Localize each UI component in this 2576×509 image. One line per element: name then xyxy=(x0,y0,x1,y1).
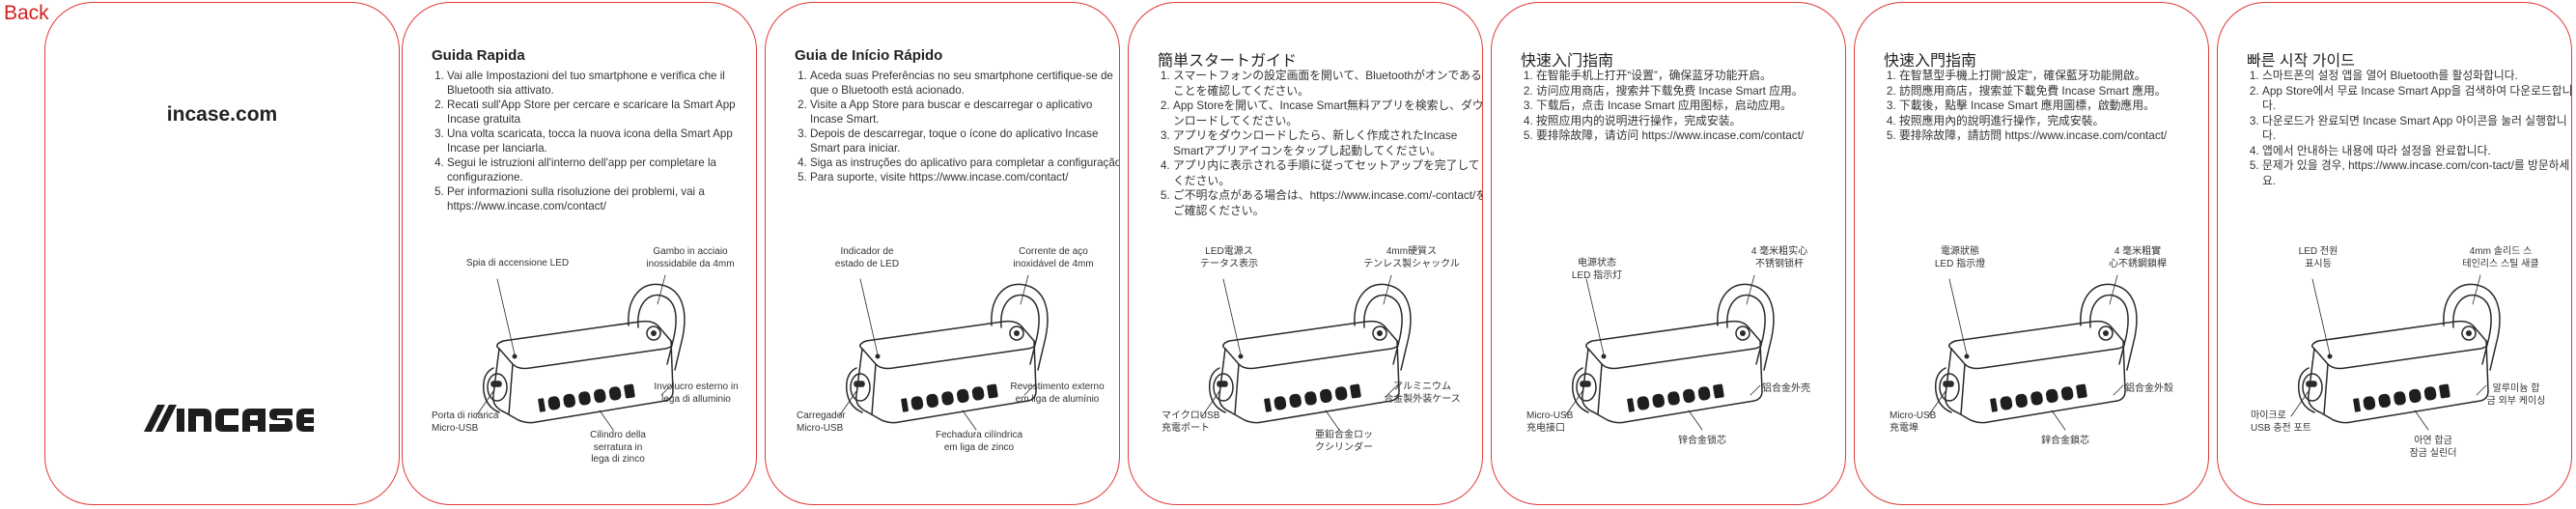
padlock-icon xyxy=(2290,274,2501,431)
padlock-diagram: LED電源ス テータス表示 4mm硬質ス テンレス製シャックル マイクロUSB … xyxy=(1156,240,1474,501)
step-item: App Store에서 무료 Incase Smart App을 검색하여 다운… xyxy=(2262,84,2571,114)
step-item: Depois de descarregar, toque o ícone do … xyxy=(810,127,1119,156)
cover-panel: incase.com xyxy=(44,2,400,505)
label-shackle: Corrente de aço inoxidável de 4mm xyxy=(1013,246,1094,269)
panel-title: Guia de Início Rápido xyxy=(795,47,943,64)
brand-url: incase.com xyxy=(166,103,278,126)
label-led-indicator: Spia di accensione LED xyxy=(465,258,570,269)
label-shackle: 4mm硬質ス テンレス製シャックル xyxy=(1363,246,1460,269)
label-charging-port: Micro-USB 充電埠 xyxy=(1890,410,1937,434)
label-charging-port: 마이크로 USB 충전 포트 xyxy=(2251,410,2311,434)
step-item: Visite a App Store para buscar e descarr… xyxy=(810,98,1119,127)
panel-italian: Guida Rapida Vai alle Impostazioni del t… xyxy=(402,2,757,505)
padlock-icon xyxy=(838,274,1049,431)
instructions-list: Vai alle Impostazioni del tuo smartphone… xyxy=(430,69,756,213)
label-lock-cylinder: Cilindro della serratura in lega di zinc… xyxy=(590,430,646,465)
label-charging-port: Carregador Micro-USB xyxy=(797,410,846,434)
padlock-diagram: Spia di accensione LED Gambo in acciaio … xyxy=(430,240,748,501)
padlock-icon xyxy=(475,274,686,431)
label-outer-casing: 铝合金外壳 xyxy=(1762,383,1810,394)
panel-portuguese: Guia de Início Rápido Aceda suas Preferê… xyxy=(765,2,1120,505)
panel-korean: 빠른 시작 가이드 스마트폰의 설정 앱을 열어 Bluetooth를 활성화합… xyxy=(2217,2,2572,505)
label-lock-cylinder: 鋅合金鎖芯 xyxy=(2041,436,2089,446)
step-item: Segui le istruzioni all'interno dell'app… xyxy=(447,156,756,184)
panel-title: 快速入门指南 xyxy=(1521,53,1614,70)
step-item: Una volta scaricata, tocca la nuova icon… xyxy=(447,127,756,156)
step-item: 訪問應用商店，搜索並下載免費 Incase Smart 應用。 xyxy=(1899,84,2208,99)
panel-title: 빠른 시작 가이드 xyxy=(2247,53,2355,70)
label-lock-cylinder: 아연 합금 잠금 실린더 xyxy=(2409,436,2457,459)
instructions-list: 在智慧型手機上打開“設定”，確保藍牙功能開啟。 訪問應用商店，搜索並下載免費 I… xyxy=(1882,69,2208,144)
incase-logo-icon xyxy=(144,405,314,432)
step-item: 下載後，點擊 Incase Smart 應用圖標，啟動應用。 xyxy=(1899,99,2208,114)
label-led-indicator: 电源状态 LED 指示灯 xyxy=(1571,258,1623,281)
label-outer-casing: Involucro esterno in lega di alluminio xyxy=(654,382,739,405)
instructions-list: 在智能手机上打开“设置”，确保蓝牙功能开启。 访问应用商店，搜索并下载免费 In… xyxy=(1519,69,1845,144)
step-item: 앱에서 안내하는 내용에 따라 설정을 완료합니다. xyxy=(2262,144,2571,159)
label-lock-cylinder: Fechadura cilíndrica em liga de zinco xyxy=(935,430,1023,453)
label-led-indicator: LED 전원 표시등 xyxy=(2298,246,2338,269)
step-item: アプリ内に表示される手順に従ってセットアップを完了してください。 xyxy=(1173,158,1482,188)
label-led-indicator: LED電源ス テータス表示 xyxy=(1200,246,1258,269)
label-charging-port: Micro-USB 充电接口 xyxy=(1526,410,1574,434)
panel-title: 快速入門指南 xyxy=(1884,53,1977,70)
padlock-diagram: 電源狀態 LED 指示燈 4 毫米粗實 心不銹鋼鎖桿 Micro-USB 充電埠… xyxy=(1882,240,2200,501)
panel-title: Guida Rapida xyxy=(432,47,525,64)
label-charging-port: マイクロUSB 充電ポート xyxy=(1162,410,1220,434)
label-shackle: 4mm 솔리드 스 테인리스 스틸 새클 xyxy=(2462,246,2539,269)
step-item: 在智慧型手機上打開“設定”，確保藍牙功能開啟。 xyxy=(1899,69,2208,84)
padlock-icon xyxy=(1927,274,2138,431)
label-outer-casing: 鋁合金外殼 xyxy=(2125,383,2173,394)
step-item: Per informazioni sulla risoluzione dei p… xyxy=(447,184,756,213)
step-item: 要排除故障，请访问 https://www.incase.com/contact… xyxy=(1536,128,1845,144)
step-item: 문제가 있을 경우, https://www.incase.com/con-ta… xyxy=(2262,158,2571,188)
panel-simplified-chinese: 快速入门指南 在智能手机上打开“设置”，确保蓝牙功能开启。 访问应用商店，搜索并… xyxy=(1491,2,1846,505)
label-shackle: Gambo in acciaio inossidabile da 4mm xyxy=(646,246,735,269)
step-item: App Storeを開いて、Incase Smart無料アプリを検索し、ダウンロ… xyxy=(1173,99,1482,128)
label-outer-casing: アルミニウム 合金製外装ケース xyxy=(1384,382,1461,405)
step-item: 按照应用内的说明进行操作，完成安装。 xyxy=(1536,114,1845,129)
instructions-list: スマートフォンの設定画面を開いて、Bluetoothがオンであることを確認してく… xyxy=(1156,69,1482,218)
padlock-icon xyxy=(1564,274,1775,431)
instructions-list: 스마트폰의 설정 앱을 열어 Bluetooth를 활성화합니다. App St… xyxy=(2245,69,2571,188)
step-item: 按照應用內的說明進行操作，完成安裝。 xyxy=(1899,114,2208,129)
panel-traditional-chinese: 快速入門指南 在智慧型手機上打開“設定”，確保藍牙功能開啟。 訪問應用商店，搜索… xyxy=(1854,2,2209,505)
panel-japanese: 簡単スタートガイド スマートフォンの設定画面を開いて、Bluetoothがオンで… xyxy=(1128,2,1483,505)
padlock-diagram: 电源状态 LED 指示灯 4 毫米粗实心 不锈钢锁杆 Micro-USB 充电接… xyxy=(1519,240,1837,501)
instructions-list: Aceda suas Preferências no seu smartphon… xyxy=(793,69,1119,184)
label-shackle: 4 毫米粗實 心不銹鋼鎖桿 xyxy=(2109,246,2167,269)
step-item: 访问应用商店，搜索并下载免费 Incase Smart 应用。 xyxy=(1536,84,1845,99)
panel-title: 簡単スタートガイド xyxy=(1158,53,1298,70)
step-item: 要排除故障，請訪問 https://www.incase.com/contact… xyxy=(1899,128,2208,144)
step-item: ご不明な点がある場合は、https://www.incase.com/-cont… xyxy=(1173,188,1482,218)
step-item: Vai alle Impostazioni del tuo smartphone… xyxy=(447,69,756,98)
step-item: Recati sull'App Store per cercare e scar… xyxy=(447,98,756,127)
label-lock-cylinder: 锌合金锁芯 xyxy=(1678,436,1726,446)
label-lock-cylinder: 亜鉛合金ロッ クシリンダー xyxy=(1315,430,1373,453)
step-item: 在智能手机上打开“设置”，确保蓝牙功能开启。 xyxy=(1536,69,1845,84)
step-item: 下载后，点击 Incase Smart 应用图标，启动应用。 xyxy=(1536,99,1845,114)
label-outer-casing: 알루미늄 합 금 외부 케이싱 xyxy=(2486,383,2546,407)
label-charging-port: Porta di ricarica Micro-USB xyxy=(432,410,499,434)
step-item: 스마트폰의 설정 앱을 열어 Bluetooth를 활성화합니다. xyxy=(2262,69,2571,84)
step-item: 다운로드가 완료되면 Incase Smart App 아이콘을 눌러 실행합니… xyxy=(2262,114,2571,144)
padlock-icon xyxy=(1201,274,1412,431)
step-item: スマートフォンの設定画面を開いて、Bluetoothがオンであることを確認してく… xyxy=(1173,69,1482,99)
label-shackle: 4 毫米粗实心 不锈钢锁杆 xyxy=(1750,246,1808,269)
label-led-indicator: Indicador de estado de LED xyxy=(834,246,900,269)
label-led-indicator: 電源狀態 LED 指示燈 xyxy=(1934,246,1986,269)
step-item: アプリをダウンロードしたら、新しく作成されたIncase Smartアプリアイコ… xyxy=(1173,128,1482,158)
step-item: Para suporte, visite https://www.incase.… xyxy=(810,170,1119,184)
step-item: Siga as instruções do aplicativo para co… xyxy=(810,156,1119,170)
padlock-diagram: Indicador de estado de LED Corrente de a… xyxy=(793,240,1111,501)
label-outer-casing: Revestimento externo em liga de alumínio xyxy=(1010,382,1105,405)
step-item: Aceda suas Preferências no seu smartphon… xyxy=(810,69,1119,98)
back-link[interactable]: Back xyxy=(4,2,49,24)
padlock-diagram: LED 전원 표시등 4mm 솔리드 스 테인리스 스틸 새클 마이크로 USB… xyxy=(2245,240,2563,501)
